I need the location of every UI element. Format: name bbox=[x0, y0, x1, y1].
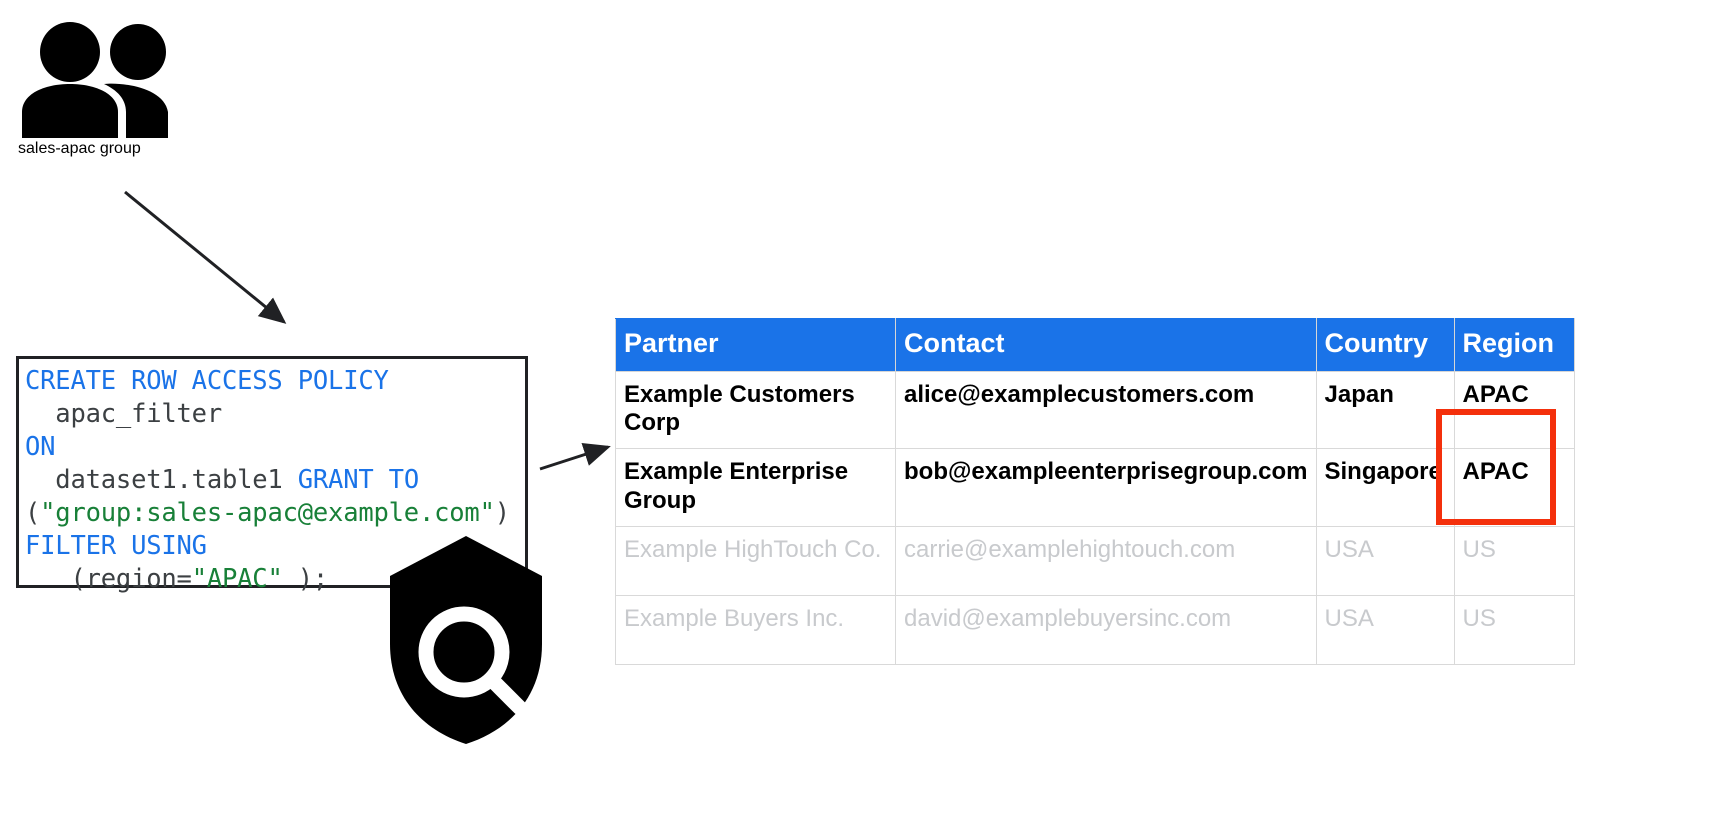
cell-contact: david@examplebuyersinc.com bbox=[895, 594, 1317, 665]
cell-partner: Example Buyers Inc. bbox=[615, 594, 896, 665]
partner-table: Partner Contact Country Region Example C… bbox=[615, 318, 1575, 665]
table-row: Example Customers Corp alice@examplecust… bbox=[615, 370, 1575, 450]
row-access-policy-code-block: CREATE ROW ACCESS POLICY apac_filter ON … bbox=[16, 356, 528, 594]
column-header-partner[interactable]: Partner bbox=[615, 318, 896, 372]
cell-contact: alice@examplecustomers.com bbox=[895, 370, 1317, 450]
cell-country: Singapore bbox=[1315, 448, 1455, 527]
sql-code-text: CREATE ROW ACCESS POLICY apac_filter ON … bbox=[25, 366, 510, 594]
cell-region: US bbox=[1453, 594, 1575, 665]
cell-region: US bbox=[1453, 525, 1575, 596]
cell-partner: Example HighTouch Co. bbox=[615, 525, 896, 596]
table-row: Example Enterprise Group bob@exampleente… bbox=[615, 448, 1575, 527]
table-row-filtered: Example HighTouch Co. carrie@examplehigh… bbox=[615, 525, 1575, 596]
table-row-filtered: Example Buyers Inc. david@examplebuyersi… bbox=[615, 594, 1575, 665]
column-header-country[interactable]: Country bbox=[1315, 318, 1455, 372]
cell-country: Japan bbox=[1315, 370, 1455, 450]
group-label: sales-apac group bbox=[18, 140, 141, 157]
people-group-icon bbox=[22, 22, 168, 138]
table-header-row: Partner Contact Country Region bbox=[615, 318, 1575, 372]
cell-partner: Example Customers Corp bbox=[615, 370, 896, 450]
cell-region: APAC bbox=[1453, 448, 1575, 527]
cell-country: USA bbox=[1315, 525, 1455, 596]
arrow-group-to-policy bbox=[124, 190, 287, 324]
group-node: sales-apac group bbox=[18, 20, 258, 158]
cell-country: USA bbox=[1315, 594, 1455, 665]
shield-search-icon bbox=[390, 536, 542, 744]
cell-region: APAC bbox=[1453, 370, 1575, 450]
cell-contact: carrie@examplehightouch.com bbox=[895, 525, 1317, 596]
cell-contact: bob@exampleenterprisegroup.com bbox=[895, 448, 1317, 527]
arrow-policy-to-table bbox=[539, 442, 611, 471]
column-header-contact[interactable]: Contact bbox=[895, 318, 1317, 372]
column-header-region[interactable]: Region bbox=[1453, 318, 1575, 372]
cell-partner: Example Enterprise Group bbox=[615, 448, 896, 527]
